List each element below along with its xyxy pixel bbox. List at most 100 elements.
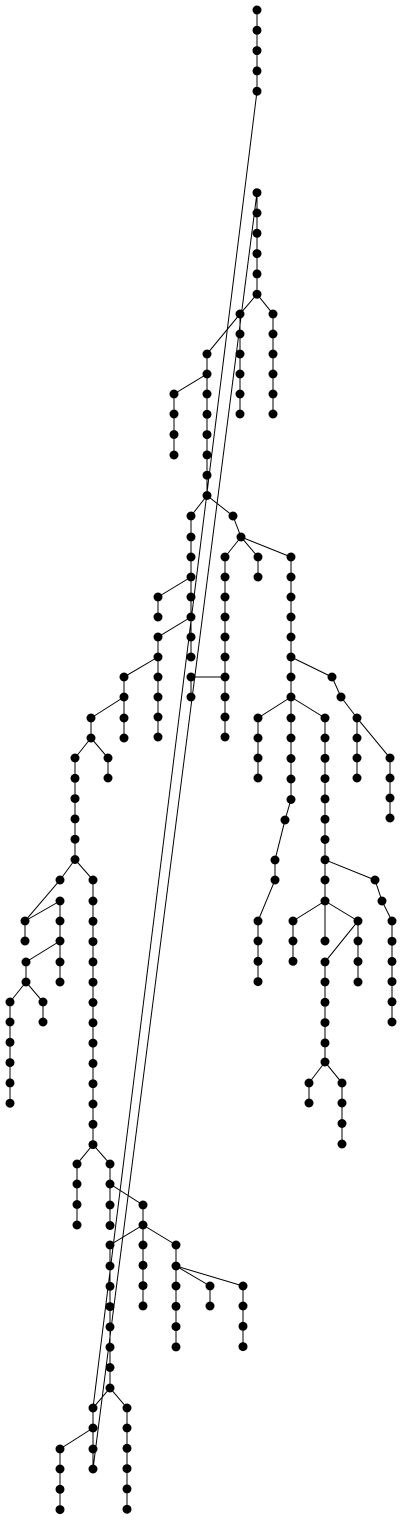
tree-node (55, 916, 65, 926)
tree-node (169, 389, 179, 399)
tree-node (352, 733, 362, 743)
tree-node (169, 409, 179, 419)
tree-node (202, 470, 212, 480)
tree-node (55, 1484, 65, 1494)
tree-edge (123, 656, 159, 678)
tree-node (186, 532, 196, 542)
tree-node (252, 46, 262, 56)
tree-nodes (5, 5, 397, 1515)
tree-edge (206, 313, 241, 355)
tree-node (385, 793, 395, 803)
tree-node (220, 692, 230, 702)
tree-node (286, 552, 296, 562)
tree-node (72, 1200, 82, 1209)
tree-node (320, 774, 330, 784)
tree-node (253, 753, 263, 763)
tree-node (122, 1504, 132, 1514)
tree-edge (24, 900, 61, 922)
tree-node (220, 652, 230, 662)
tree-node (387, 977, 397, 987)
tree-node (169, 430, 179, 439)
tree-node (171, 1342, 181, 1352)
tree-node (353, 936, 363, 946)
tree-node (72, 1179, 82, 1189)
tree-node (122, 1484, 132, 1494)
tree-node (385, 773, 395, 783)
tree-node (337, 1098, 347, 1108)
tree-node (320, 896, 330, 906)
tree-node (327, 672, 337, 682)
tree-node (122, 1403, 132, 1413)
tree-node (105, 1240, 115, 1250)
tree-node (268, 329, 278, 339)
tree-node (103, 753, 113, 763)
tree-node (119, 672, 129, 682)
tree-node (238, 1342, 248, 1352)
tree-node (72, 1220, 82, 1230)
tree-edge (324, 900, 359, 922)
tree-edge (356, 717, 391, 759)
tree-edge (257, 879, 276, 922)
tree-node (385, 753, 395, 763)
tree-node (122, 1423, 132, 1433)
tree-node (253, 773, 263, 783)
tree-edge (290, 696, 326, 719)
tree-node (88, 896, 98, 906)
tree-node (70, 834, 80, 844)
tree-node (253, 733, 263, 743)
tree-node (21, 957, 31, 967)
tree-edge (25, 940, 61, 963)
tree-node (270, 875, 280, 885)
tree-edge (92, 91, 258, 1409)
tree-node (70, 773, 80, 783)
tree-node (352, 713, 362, 723)
tree-node (88, 977, 98, 987)
tree-node (320, 1057, 330, 1067)
tree-node (105, 1261, 115, 1271)
tree-node (55, 1444, 65, 1454)
tree-node (138, 1240, 148, 1250)
tree-edge (109, 1183, 144, 1206)
tree-node (153, 692, 163, 702)
tree-node (88, 875, 98, 885)
tree-node (286, 692, 296, 702)
tree-node (202, 389, 212, 399)
tree-node (220, 632, 230, 642)
tree-node (5, 1098, 15, 1108)
tree-node (268, 369, 278, 379)
tree-node (186, 572, 196, 582)
tree-node (88, 1403, 98, 1413)
tree-node (88, 1444, 98, 1454)
tree-node (320, 1018, 330, 1028)
tree-node (252, 25, 262, 35)
tree-node (88, 1119, 98, 1129)
tree-node (288, 916, 298, 926)
tree-node (105, 1383, 115, 1393)
tree-node (205, 1301, 215, 1311)
tree-node (138, 1301, 148, 1311)
tree-node (252, 269, 262, 279)
tree-node (337, 1139, 347, 1149)
tree-node (252, 228, 262, 238)
tree-node (253, 956, 263, 966)
tree-node (370, 875, 380, 885)
tree-node (171, 1301, 181, 1311)
tree-node (186, 652, 196, 662)
tree-node (220, 712, 230, 722)
tree-node (88, 1018, 98, 1028)
tree-node (138, 1260, 148, 1270)
tree-edge (142, 1224, 177, 1246)
tree-node (70, 855, 80, 864)
tree-node (86, 733, 96, 743)
tree-node (268, 349, 278, 359)
tree-node (320, 733, 330, 743)
tree-node (105, 1221, 115, 1230)
tree-node (353, 957, 363, 966)
tree-node (385, 813, 395, 823)
tree-node (286, 713, 296, 723)
tree-node (153, 632, 163, 642)
tree-node (88, 1140, 98, 1150)
tree-node (119, 713, 129, 723)
tree-node (88, 957, 98, 967)
